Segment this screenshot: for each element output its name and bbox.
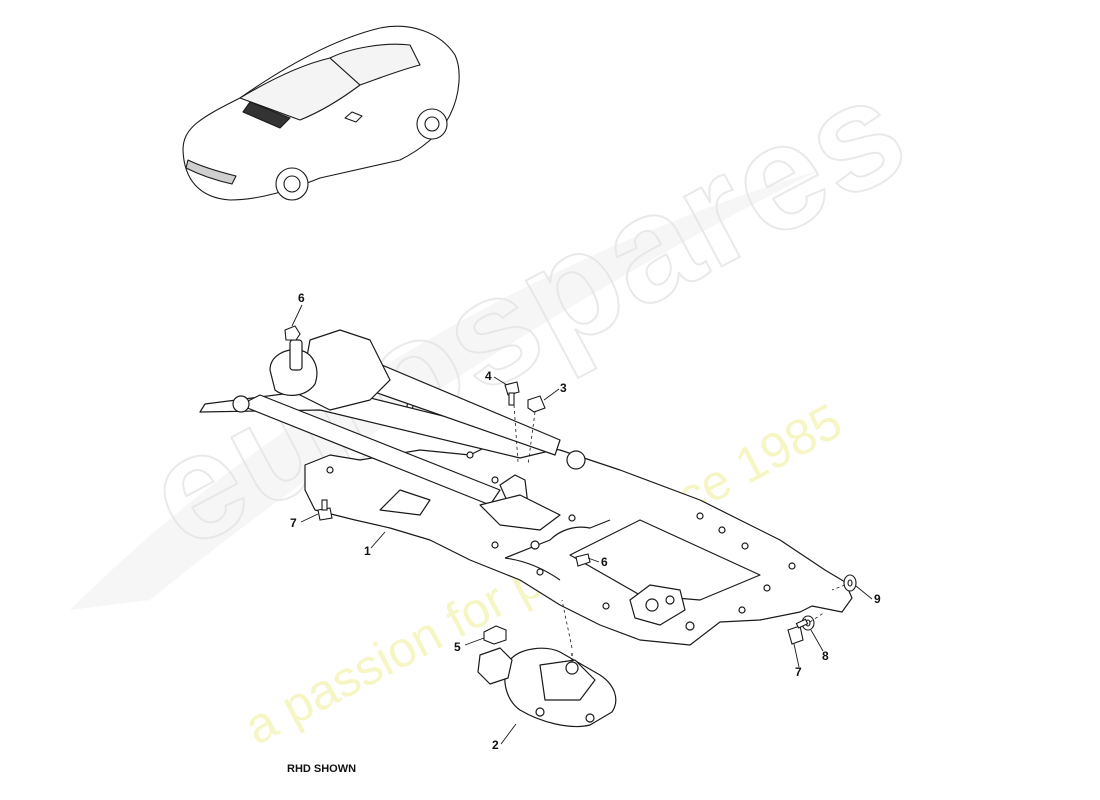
watermark-swoosh	[70, 170, 820, 610]
nut-6-top	[284, 325, 301, 341]
callout-7-right: 7	[795, 665, 802, 679]
callout-9: 9	[874, 592, 881, 606]
nut-3	[527, 395, 546, 413]
leader-lines	[291, 304, 873, 745]
callout-7-left: 7	[290, 516, 297, 530]
callout-6-right: 6	[601, 555, 608, 569]
callout-4: 4	[485, 369, 492, 383]
assembly-lines	[513, 404, 846, 649]
clip-5	[483, 625, 507, 645]
car-thumbnail	[182, 25, 460, 201]
callout-6-top: 6	[298, 291, 305, 305]
wiper-linkage	[199, 329, 586, 550]
bracket-plate	[304, 402, 853, 646]
callout-8: 8	[822, 649, 829, 663]
callout-5: 5	[454, 640, 461, 654]
callout-3: 3	[560, 381, 567, 395]
diagram-caption: RHD SHOWN	[287, 763, 357, 775]
wiper-motor	[477, 647, 617, 728]
callout-2: 2	[492, 738, 499, 752]
fasteners	[284, 325, 857, 645]
callout-1: 1	[364, 544, 371, 558]
bolt-4	[504, 381, 520, 396]
bolt-7-right	[787, 625, 804, 645]
screw-6-right	[575, 553, 591, 567]
